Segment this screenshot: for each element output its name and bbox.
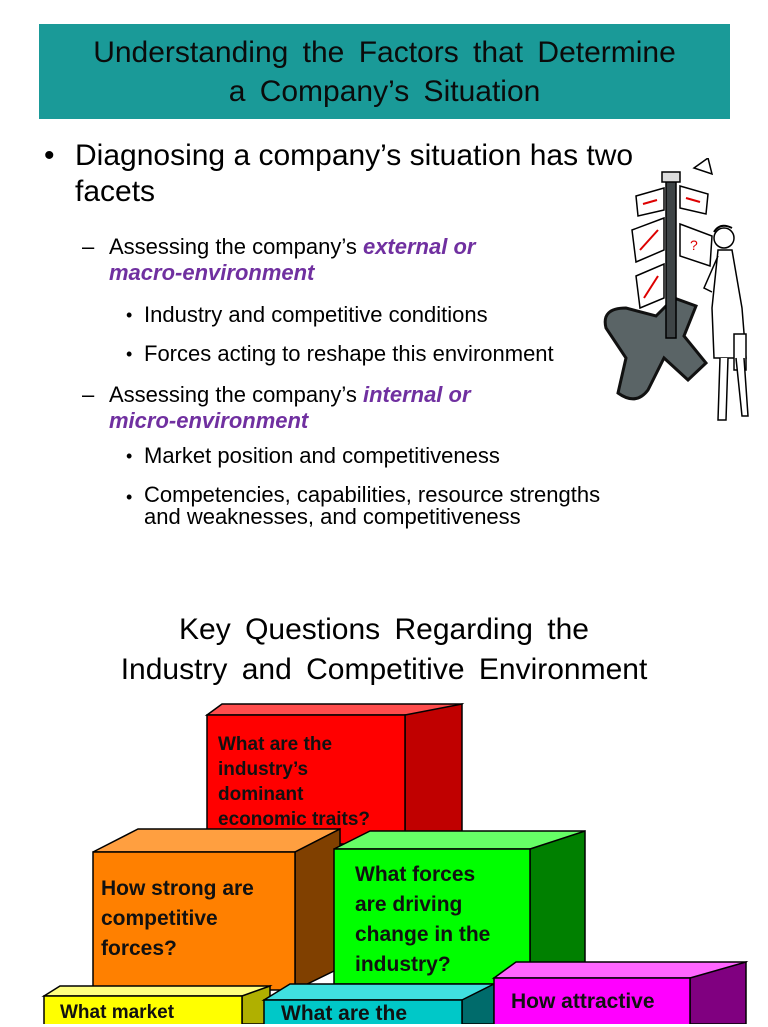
main-bullet-line2: facets bbox=[75, 175, 156, 208]
external-emphasis-1: external or bbox=[362, 234, 476, 259]
dash-marker: – bbox=[82, 234, 95, 259]
red-line-2: industry’s bbox=[218, 759, 309, 780]
red-line-4: economic traits? bbox=[218, 809, 371, 830]
external-emphasis-2: macro-environment bbox=[109, 260, 315, 285]
block-cyan bbox=[261, 982, 497, 1024]
external-prefix: Assessing the company’s bbox=[109, 234, 363, 259]
green-line-4: industry? bbox=[355, 953, 451, 976]
orange-line-2: competitive bbox=[101, 907, 218, 930]
sub-bullet-dot: • bbox=[126, 305, 133, 325]
block-cyan-label: What are the bbox=[281, 1001, 407, 1027]
section-title: Key Questions Regarding the Industry and… bbox=[0, 610, 768, 690]
block-orange-label: How strong are competitive forces? bbox=[101, 874, 254, 964]
bullet-dot: • bbox=[44, 139, 55, 172]
internal-item-2-line2: and weaknesses, and competitiveness bbox=[144, 504, 521, 529]
block-green bbox=[333, 829, 586, 986]
sub-bullet-dot: • bbox=[126, 487, 133, 507]
main-bullet-line1: Diagnosing a company’s situation has two bbox=[75, 139, 634, 172]
sub-bullet-dot: • bbox=[126, 446, 133, 466]
slide-title-line1: Understanding the Factors that Determine bbox=[93, 35, 676, 69]
block-magenta bbox=[491, 961, 749, 1024]
red-line-1: What are the bbox=[218, 734, 333, 755]
orange-line-1: How strong are bbox=[101, 877, 254, 900]
section-title-line2: Industry and Competitive Environment bbox=[120, 653, 648, 686]
block-yellow-label: What market bbox=[60, 1001, 174, 1025]
svg-text:?: ? bbox=[690, 237, 698, 253]
dash-marker: – bbox=[82, 382, 95, 407]
sub-bullet-dot: • bbox=[126, 344, 133, 364]
block-green-label: What forces are driving change in the in… bbox=[355, 860, 490, 980]
internal-item-2-line1: Competencies, capabilities, resource str… bbox=[144, 482, 601, 507]
green-line-1: What forces bbox=[355, 863, 476, 886]
magenta-line-1: How attractive bbox=[511, 990, 655, 1013]
block-red-label: What are the industry’s dominant economi… bbox=[218, 732, 370, 832]
block-orange bbox=[92, 827, 341, 992]
question-blocks bbox=[41, 703, 749, 1024]
section-title-line1: Key Questions Regarding the bbox=[179, 613, 589, 646]
orange-line-3: forces? bbox=[101, 937, 177, 960]
external-item-2-text: Forces acting to reshape this environmen… bbox=[144, 341, 554, 366]
slide-title-line2: a Company’s Situation bbox=[228, 74, 541, 108]
signpost-businesswoman-icon: ? bbox=[603, 158, 749, 421]
internal-prefix: Assessing the company’s bbox=[109, 382, 363, 407]
block-yellow bbox=[41, 984, 273, 1024]
internal-emphasis-2: micro-environment bbox=[109, 408, 309, 433]
red-line-3: dominant bbox=[218, 784, 304, 805]
slide-title-bar: Understanding the Factors that Determine… bbox=[39, 24, 730, 119]
green-line-2: are driving bbox=[355, 893, 463, 916]
external-item-1-text: Industry and competitive conditions bbox=[144, 302, 488, 327]
yellow-line-1: What market bbox=[60, 1002, 175, 1023]
internal-emphasis-1: internal or bbox=[362, 382, 471, 407]
cyan-line-1: What are the bbox=[281, 1002, 408, 1025]
block-magenta-label: How attractive bbox=[511, 989, 655, 1015]
block-red bbox=[204, 703, 465, 845]
green-line-3: change in the bbox=[355, 923, 491, 946]
internal-item-1-text: Market position and competitiveness bbox=[144, 443, 500, 468]
